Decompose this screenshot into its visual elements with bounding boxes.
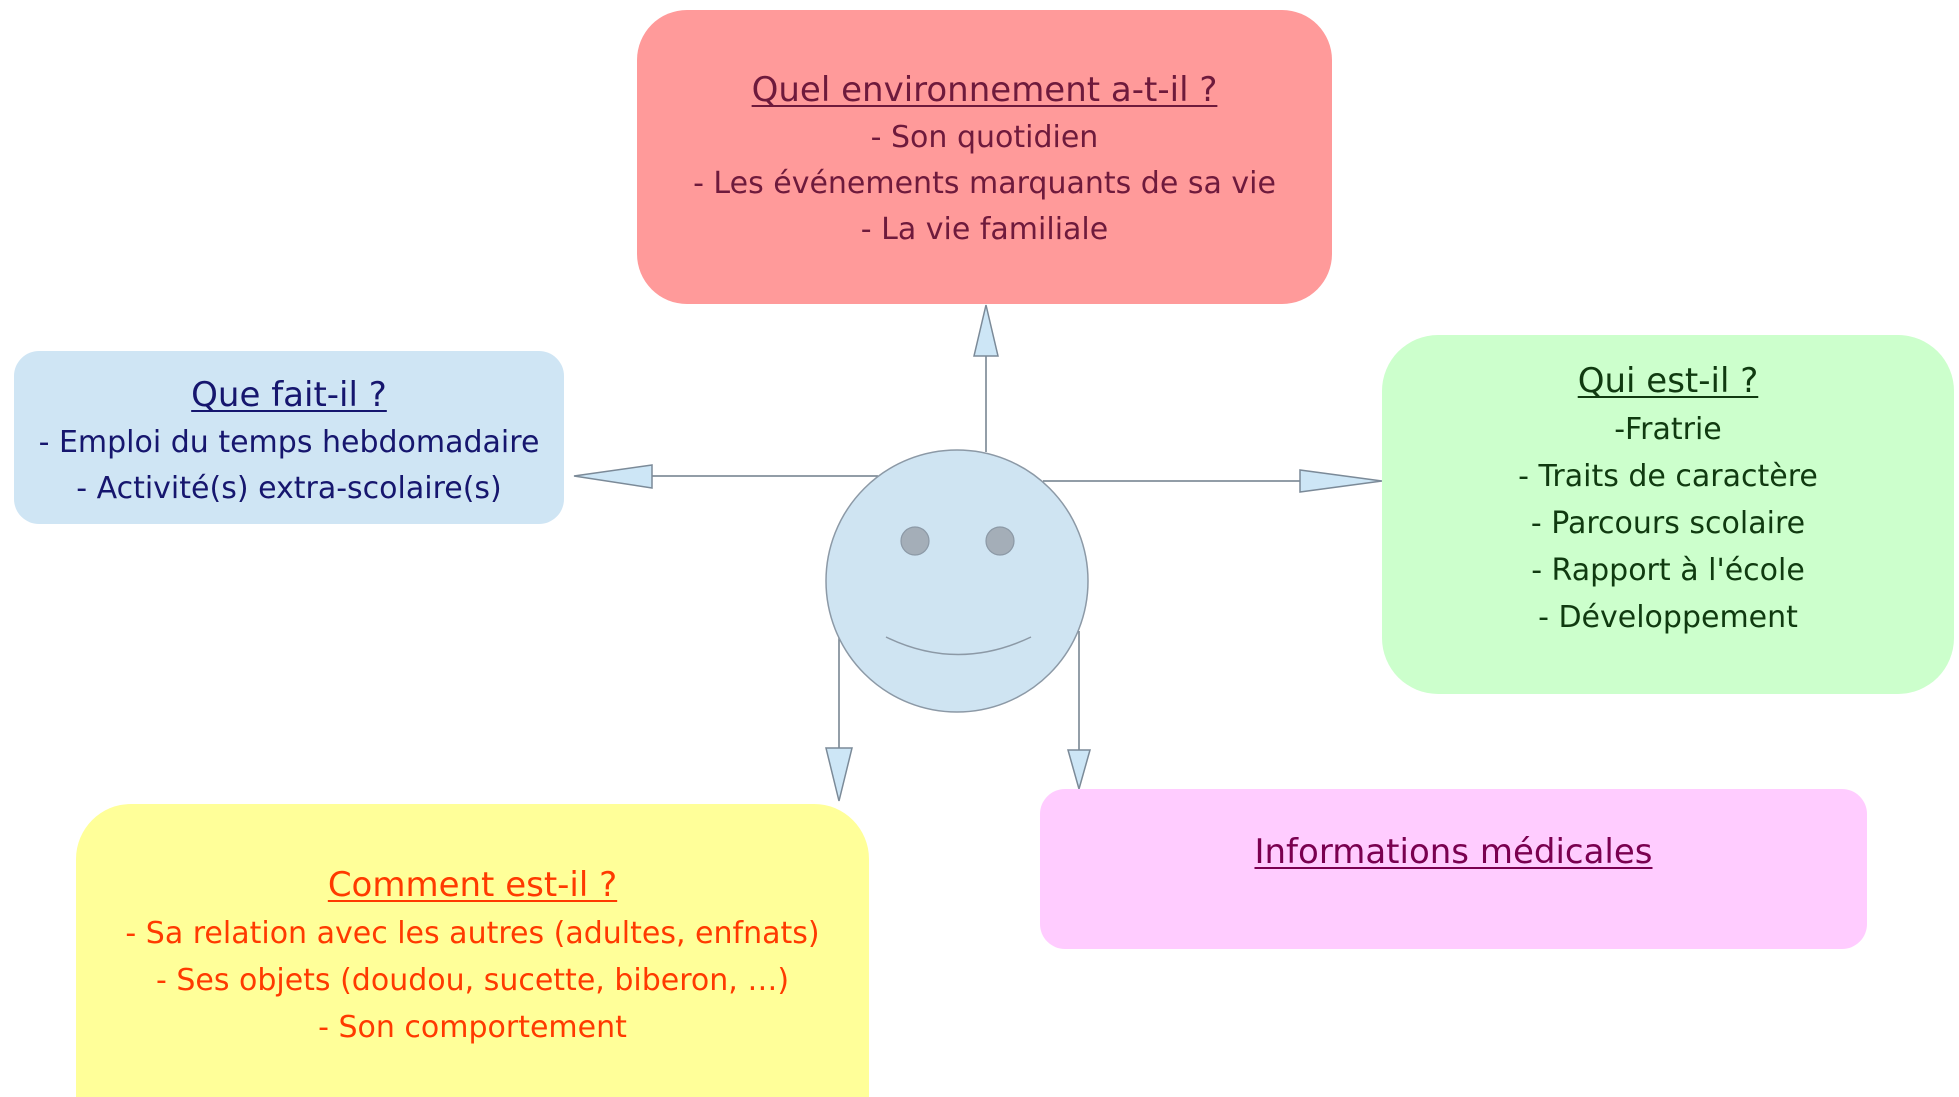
- node-medical: Informations médicales: [1040, 789, 1867, 949]
- node-activities-item: - Emploi du temps hebdomadaire: [38, 425, 540, 460]
- node-medical-title: Informations médicales: [1254, 832, 1653, 872]
- smiley-face-icon: [825, 449, 1089, 713]
- node-identity: Qui est-il ? -Fratrie - Traits de caract…: [1382, 335, 1954, 694]
- node-behaviour-item: - Ses objets (doudou, sucette, biberon, …: [155, 963, 790, 998]
- node-behaviour-item: - Sa relation avec les autres (adultes, …: [125, 916, 820, 951]
- node-environment-title: Quel environnement a-t-il ?: [751, 70, 1218, 110]
- node-identity-item: - Développement: [1538, 600, 1798, 635]
- node-environment-item: - Son quotidien: [870, 120, 1099, 155]
- smiley-mouth: [885, 636, 1032, 656]
- node-identity-title: Qui est-il ?: [1577, 361, 1759, 401]
- arrow-to-environment: [973, 304, 999, 452]
- smiley-face: [825, 449, 1089, 713]
- node-identity-item: - Parcours scolaire: [1530, 506, 1806, 541]
- node-identity-item: - Traits de caractère: [1518, 459, 1818, 494]
- node-environment-item: - La vie familiale: [860, 212, 1109, 247]
- smiley-left-eye: [900, 526, 930, 556]
- node-behaviour: Comment est-il ? - Sa relation avec les …: [76, 804, 869, 1097]
- arrow-head-right: [1299, 469, 1383, 493]
- smiley-right-eye: [985, 526, 1015, 556]
- arrow-head-down-left: [825, 747, 853, 802]
- arrow-head-down-right: [1067, 749, 1091, 792]
- arrow-head-left: [573, 464, 653, 489]
- node-activities-item: - Activité(s) extra-scolaire(s): [76, 471, 502, 506]
- arrow-to-identity: [1043, 469, 1383, 493]
- arrow-to-activities: [573, 464, 878, 489]
- node-activities-title: Que fait-il ?: [191, 375, 387, 415]
- arrow-to-behaviour: [825, 637, 853, 802]
- node-behaviour-item: - Son comportement: [318, 1010, 627, 1045]
- node-environment: Quel environnement a-t-il ? - Son quotid…: [637, 10, 1332, 304]
- arrow-head-up: [973, 304, 999, 357]
- node-behaviour-title: Comment est-il ?: [327, 865, 618, 905]
- arrow-to-medical: [1067, 631, 1091, 792]
- node-activities: Que fait-il ? - Emploi du temps hebdomad…: [14, 351, 564, 524]
- node-environment-item: - Les événements marquants de sa vie: [693, 166, 1276, 201]
- node-identity-item: -Fratrie: [1614, 412, 1722, 447]
- node-identity-item: - Rapport à l'école: [1531, 553, 1805, 588]
